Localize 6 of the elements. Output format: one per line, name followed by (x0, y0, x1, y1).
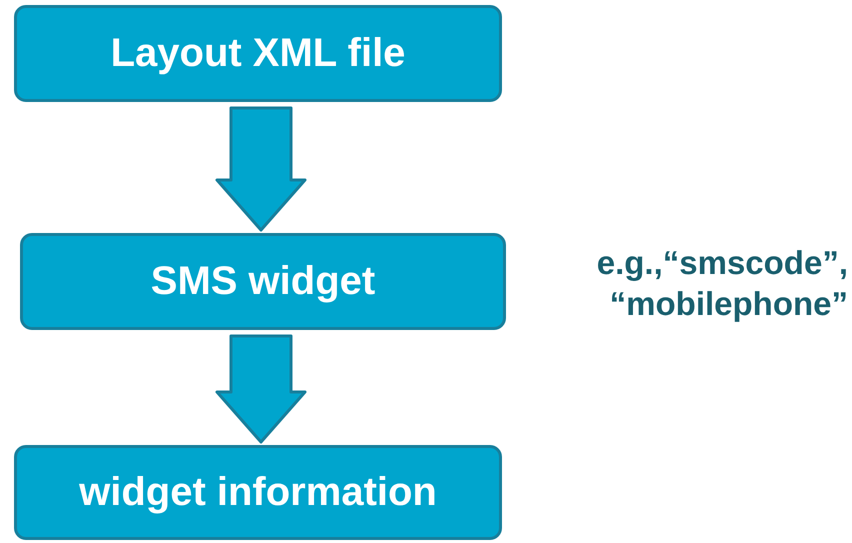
process-box: SMS widget (20, 233, 506, 330)
block-arrow (216, 334, 306, 444)
process-box: Layout XML file (14, 5, 502, 102)
process-box: widget information (14, 445, 502, 540)
block-arrow (216, 106, 306, 232)
example-note: e.g.,“smscode”, “mobilephone” (596, 243, 848, 324)
